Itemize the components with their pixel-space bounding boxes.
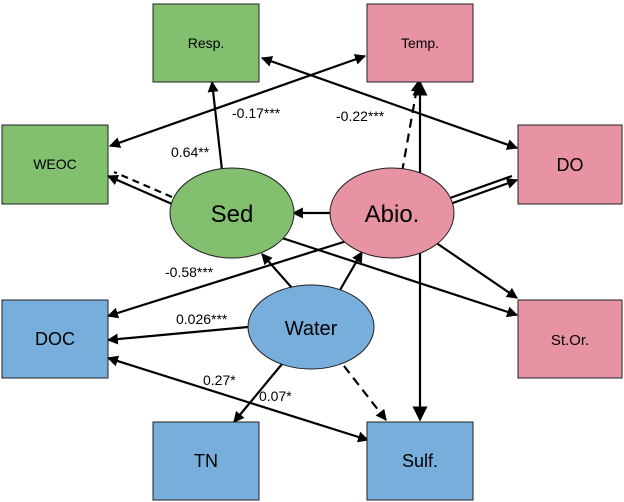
edge-sed-resp [207,80,224,171]
edge-sed-weoc-dashed [113,170,173,199]
box-stor-label: St.Or. [551,332,589,349]
box-resp: Resp. [152,3,260,83]
box-temp: Temp. [366,3,474,83]
node-abio-label: Abio. [365,201,420,228]
box-do: DO [517,124,623,205]
coef-resp-weoc: -0.17*** [232,105,281,121]
edge-abio-do-2 [449,174,513,200]
box-do-label: DO [557,155,584,175]
edge-sed-stor [281,236,519,318]
node-sed: Sed [169,167,295,259]
box-weoc-label: WEOC [33,156,77,172]
edge-abio-do-1 [449,178,519,206]
box-resp-label: Resp. [188,35,225,51]
edge-abio-temp [400,80,422,173]
node-sed-label: Sed [211,201,254,228]
edge-sed-weoc-solid [106,174,173,206]
edges [106,54,519,443]
node-abio: Abio. [329,167,455,259]
observed-variables: Resp. Temp. WEOC DO DOC St.Or. TN Sulf. [1,3,623,501]
edge-doc-sulf [106,355,370,443]
box-temp-label: Temp. [401,35,439,51]
box-weoc: WEOC [1,124,109,205]
coef-sed-resp: 0.64** [171,144,210,160]
coef-doc-sulf: 0.07* [259,388,292,404]
edge-water-sulf [343,365,387,421]
edge-abio-doc [106,238,351,319]
edge-temp-weoc [108,54,367,148]
coef-abio-temp: -0.22*** [336,108,385,124]
coef-water-doc: 0.026*** [176,311,228,327]
node-water: Water [247,284,375,370]
node-water-label: Water [285,318,338,340]
edge-water-doc [106,325,249,345]
coefficients: 0.64** -0.17*** -0.22*** -0.58*** 0.026*… [165,105,385,404]
coef-sed-doc: -0.58*** [165,264,214,280]
edge-water-sed [261,253,293,289]
box-doc-label: DOC [35,329,75,349]
box-tn-label: TN [194,451,218,471]
edge-water-abio [339,251,363,291]
edge-abio-stor [431,239,518,299]
coef-water-tn: 0.27* [203,372,236,388]
box-tn: TN [152,421,260,501]
latent-variables: Sed Abio. Water [169,167,455,370]
box-sulf-label: Sulf. [402,451,438,471]
box-stor: St.Or. [517,299,623,379]
box-doc: DOC [1,299,109,379]
box-sulf: Sulf. [366,421,474,501]
